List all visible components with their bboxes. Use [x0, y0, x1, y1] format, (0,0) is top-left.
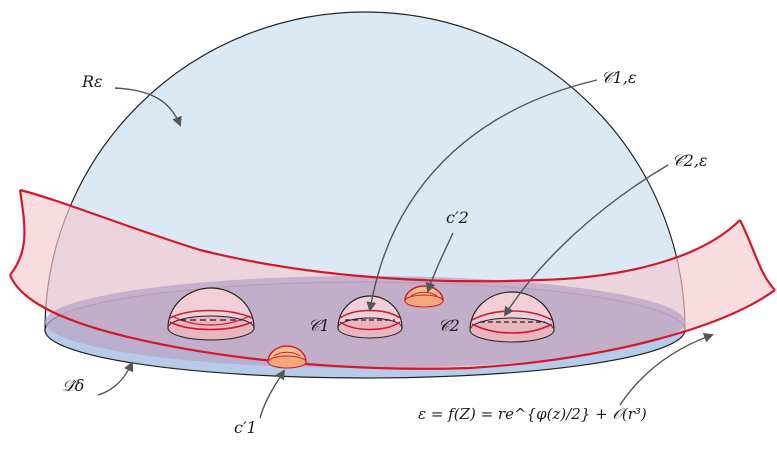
arrow-R-eps: [114, 87, 182, 127]
band-left-end: [9, 189, 26, 276]
tiny-dome-c1-prime: [267, 345, 307, 369]
arrow-C1-eps: [366, 79, 598, 312]
arrow-formula: [619, 332, 714, 406]
small-dome-C1: [337, 295, 403, 339]
label-C1: 𝒞1: [308, 316, 330, 335]
band-lower-edge: [8, 274, 776, 370]
arrow-c1-prime: [259, 369, 286, 419]
label-C1-eps: 𝒞1,ε: [601, 68, 637, 87]
small-dome-1: [167, 287, 255, 341]
label-C2: 𝒞2: [438, 316, 460, 335]
label-R-eps: Rε: [82, 72, 103, 91]
arrow-D-delta: [97, 361, 134, 396]
band-upper-edge: [19, 188, 741, 283]
label-c2-prime: c′2: [446, 208, 469, 227]
arrow-C2-eps: [503, 164, 669, 317]
label-C2-eps: 𝒞2,ε: [672, 151, 708, 170]
label-D-delta: 𝒟̂δ: [62, 376, 85, 395]
arrow-c2-prime: [425, 232, 454, 293]
formula-epsilon: ε = f(Z) = re^{φ(z)/2} + 𝒪(r³): [418, 405, 647, 423]
band-right-end: [739, 219, 776, 291]
label-c1-prime: c′1: [234, 418, 257, 437]
